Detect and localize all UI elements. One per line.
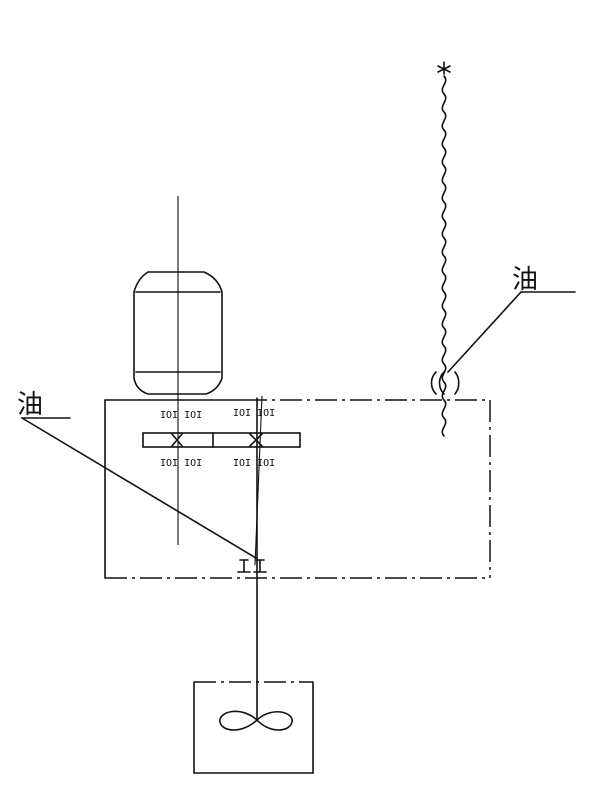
- bottom-bearing: [237, 559, 267, 573]
- oil-label-left-leader: [21, 417, 257, 559]
- output-shaft-secondary: [254, 395, 263, 566]
- oil-label-left: 油: [17, 390, 43, 420]
- svg-text:IOI IOI: IOI IOI: [233, 408, 275, 419]
- oil-label-right-leader: [447, 291, 576, 373]
- bearing-marks: IOI IOI IOI IOI IOI IOI IOI IOI: [160, 408, 275, 469]
- svg-text:IOI IOI: IOI IOI: [233, 458, 275, 469]
- oil-label-right: 油: [512, 265, 538, 295]
- gearbox-housing: [104, 399, 491, 579]
- leadscrew: [430, 61, 460, 437]
- svg-text:IOI IOI: IOI IOI: [160, 410, 202, 421]
- impeller: [219, 710, 293, 731]
- gear-pair: [142, 432, 301, 448]
- svg-text:IOI IOI: IOI IOI: [160, 458, 202, 469]
- stirring-vessel: [193, 681, 314, 774]
